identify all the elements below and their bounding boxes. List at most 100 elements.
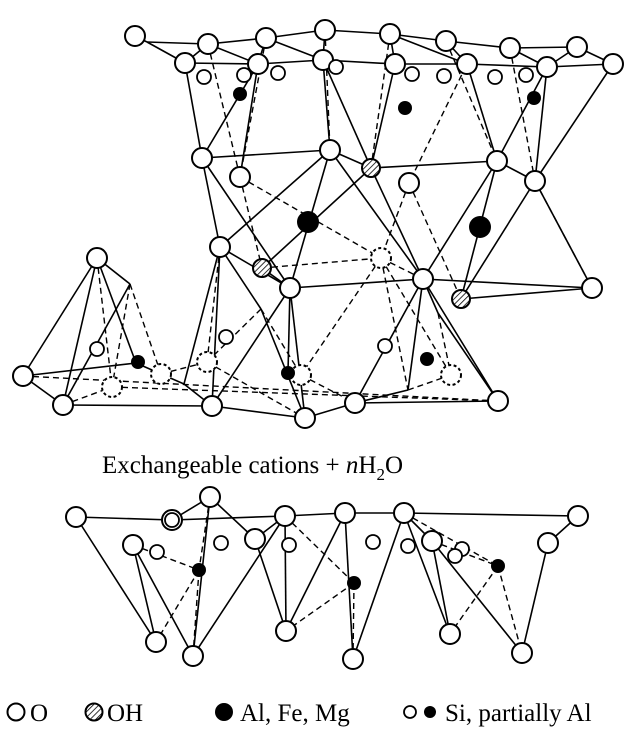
silicon-atom (436, 68, 452, 84)
dashed-bond (445, 40, 498, 162)
bond (96, 257, 137, 364)
oxygen-atom (384, 53, 406, 75)
bond (329, 149, 424, 280)
oxygen-atom (86, 247, 108, 269)
bond (322, 59, 372, 169)
bond (407, 278, 424, 391)
dashed-bond (370, 33, 391, 169)
oxygen-atom (440, 364, 462, 386)
oxygen-atom (398, 172, 420, 194)
oxygen-atom (244, 528, 266, 550)
oxygen-atom (511, 642, 533, 664)
oxygen-atom (379, 23, 401, 45)
bond (509, 46, 578, 49)
interlayer-label: Exchangeable cations + nH2O (102, 452, 403, 484)
dashed-bond (380, 257, 452, 376)
legend-oxygen-label: O (30, 700, 48, 727)
dashed-bond (206, 361, 306, 419)
silicon-atom (518, 67, 534, 83)
silicon-atom (213, 535, 229, 551)
oxygen-atom (274, 505, 296, 527)
oxygen-atom (342, 648, 364, 670)
dashed-bonds-layer (22, 29, 593, 660)
bond (521, 542, 549, 654)
dashed-bond (407, 374, 452, 391)
bond (437, 312, 499, 402)
bond (211, 405, 306, 419)
dashed-bond (22, 375, 499, 402)
oxygen-atom (370, 247, 392, 269)
oxygen-atom (229, 166, 251, 188)
oxygen-atom (567, 505, 589, 527)
dashed-bond (300, 257, 382, 376)
dashed-bond (206, 246, 221, 363)
dashed-bond (380, 182, 410, 259)
oxygen-atom (536, 56, 558, 78)
legend-tetrahedral-open-symbol (403, 705, 417, 719)
octahedral-cation (297, 211, 319, 233)
bond (75, 516, 173, 521)
oxygen-atom (602, 53, 624, 75)
oxygen-atom (199, 486, 221, 508)
bond (211, 246, 221, 407)
oxygen-atom (344, 392, 366, 414)
bond (403, 512, 579, 517)
dashed-bond (160, 361, 208, 375)
bond (289, 287, 306, 419)
oxygen-atom (124, 25, 146, 47)
silicon-atom (233, 87, 247, 101)
oxygen-atom (319, 139, 341, 161)
bond (534, 63, 614, 182)
silicon-atom (149, 544, 165, 560)
bond (287, 287, 291, 373)
dashed-bond (509, 47, 536, 182)
oxygen-atom (275, 620, 297, 642)
dashed-bond (111, 386, 499, 402)
oxygen-atom (12, 365, 34, 387)
silicon-atom (420, 352, 434, 366)
oxygen-atom (581, 277, 603, 299)
oxygen-atom (290, 364, 312, 386)
oxygen-atom (439, 623, 461, 645)
silicon-atom (131, 355, 145, 369)
bond (201, 157, 221, 248)
bond (496, 66, 548, 162)
bond (284, 515, 287, 632)
oxygen-atom (421, 530, 443, 552)
dashed-bond (408, 65, 467, 184)
oxygen-atom (456, 53, 478, 75)
silicon-atom (218, 329, 234, 345)
bond (370, 167, 424, 280)
legend: O OH Al, Fe, Mg Si, partially Al (6, 700, 592, 727)
oxygen-atom (537, 532, 559, 554)
silicon-atom (328, 59, 344, 75)
bond (254, 538, 287, 632)
dashed-bond (132, 544, 200, 571)
bond (132, 544, 157, 643)
legend-hydroxyl-label: OH (107, 700, 143, 727)
dashed-bond (403, 512, 499, 567)
bond (184, 62, 203, 159)
silicon-atom (487, 69, 503, 85)
bond (403, 512, 451, 635)
hydroxyl-group (252, 258, 272, 278)
silicon-atom (164, 512, 180, 528)
silicon-atom (196, 69, 212, 85)
oxygen-atom (197, 33, 219, 55)
bond (171, 515, 286, 521)
dashed-bond (449, 565, 499, 635)
oxygen-atom (279, 277, 301, 299)
silicon-atom (347, 576, 361, 590)
oxygen-atom (524, 170, 546, 192)
bond (460, 180, 536, 300)
dashed-bond (497, 565, 523, 654)
legend-tetrahedral-filled-symbol (424, 706, 436, 718)
bond (183, 246, 221, 385)
dashed-bond (380, 257, 409, 391)
silicon-atom (281, 366, 295, 380)
oxygen-atom (334, 502, 356, 524)
oxygen-atom (145, 631, 167, 653)
dashed-bond (534, 180, 593, 289)
bond (260, 308, 306, 419)
